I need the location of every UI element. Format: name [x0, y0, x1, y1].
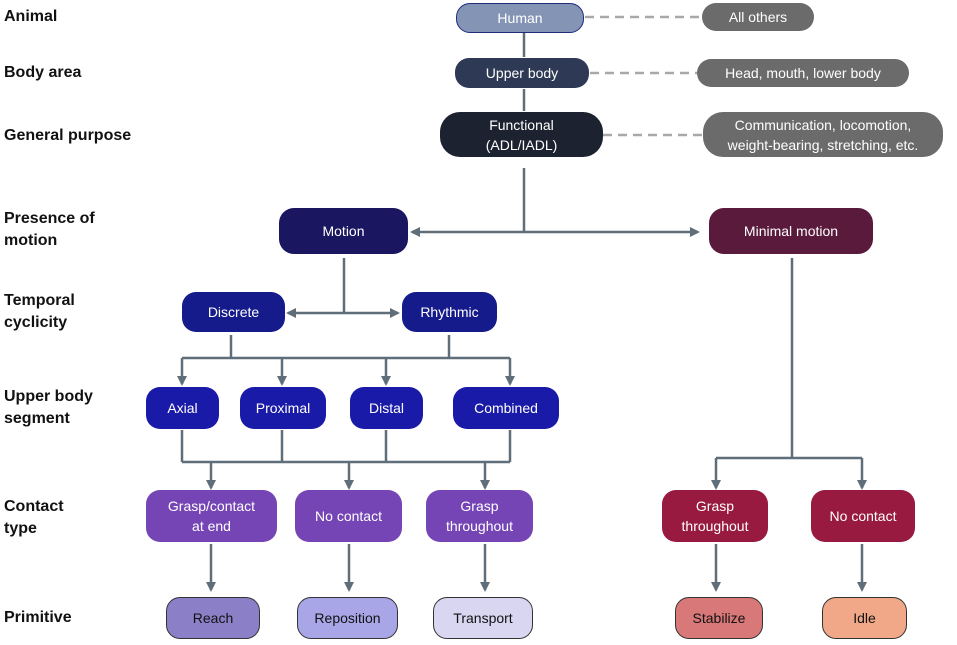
node-all-others: All others [702, 3, 814, 31]
node-no-contact-minimal: No contact [811, 490, 915, 542]
node-communication: Communication, locomotion, weight-bearin… [703, 112, 943, 157]
node-transport: Transport [433, 597, 533, 639]
node-distal: Distal [350, 387, 423, 429]
row-label-upper-body-segment: Upper body segment [4, 388, 93, 427]
node-rhythmic: Rhythmic [402, 292, 497, 332]
node-minimal-motion: Minimal motion [709, 208, 873, 254]
node-proximal: Proximal [240, 387, 326, 429]
row-label-contact-type: Contact type [4, 498, 64, 537]
node-grasp-contact-at-end: Grasp/contact at end [146, 490, 277, 542]
node-upper-body: Upper body [455, 58, 589, 88]
node-reach: Reach [166, 597, 260, 639]
node-motion: Motion [279, 208, 408, 254]
node-discrete: Discrete [182, 292, 285, 332]
node-axial: Axial [146, 387, 219, 429]
node-no-contact-motion: No contact [295, 490, 402, 542]
node-stabilize: Stabilize [675, 597, 763, 639]
node-combined: Combined [453, 387, 559, 429]
node-grasp-throughout-minimal: Grasp throughout [662, 490, 768, 542]
node-idle: Idle [822, 597, 907, 639]
node-functional: Functional (ADL/IADL) [440, 112, 603, 157]
node-human: Human [456, 3, 584, 33]
row-label-animal: Animal [4, 8, 58, 25]
node-reposition: Reposition [297, 597, 398, 639]
node-grasp-throughout-motion: Grasp throughout [426, 490, 533, 542]
row-label-body-area: Body area [4, 64, 82, 81]
row-label-presence-of-motion: Presence of motion [4, 210, 95, 249]
row-label-temporal-cyclicity: Temporal cyclicity [4, 292, 75, 331]
row-label-general-purpose: General purpose [4, 127, 132, 144]
node-head-mouth-lower-body: Head, mouth, lower body [697, 59, 909, 87]
row-label-primitive: Primitive [4, 609, 72, 626]
